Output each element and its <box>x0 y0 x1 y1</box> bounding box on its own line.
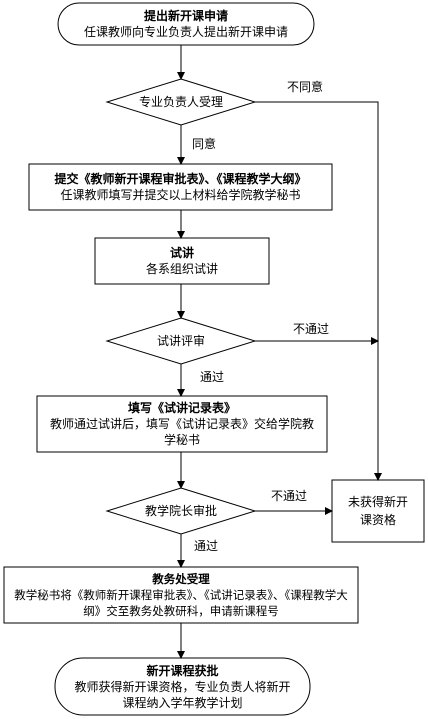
trial-title: 试讲 <box>169 246 194 260</box>
office-process: 教务处受理 教学秘书将《教师新开课程审批表》、《试讲记录表》、《课程教学大纲》交… <box>4 567 358 623</box>
arrow-review1-to-reject <box>255 101 382 481</box>
review3-label: 教学院长审批 <box>144 504 217 518</box>
office-body: 教学秘书将《教师新开课程审批表》、《试讲记录表》、《课程教学大纲》交至教务处教研… <box>14 588 348 618</box>
record-title: 填写《试讲记录表》 <box>127 401 236 415</box>
start-terminal: 提出新开课申请 任课教师向专业负责人提出新开课申请 <box>58 3 314 45</box>
submit-process: 提交《教师新开课程审批表》、《课程教学大纲》 任课教师填写并提交以上材料给学院教… <box>29 164 332 210</box>
end-title: 新开课程获批 <box>146 663 219 678</box>
start-title: 提出新开课申请 <box>143 9 228 23</box>
review2-label: 试讲评审 <box>156 334 205 348</box>
record-process-shape <box>36 395 328 453</box>
reject-label: 未获得新开课资格 <box>347 495 408 527</box>
edge-label-fail2: 不通过 <box>271 489 308 503</box>
review1-label: 专业负责人受理 <box>138 95 223 109</box>
end-terminal: 新开课程获批 教师获得新开课资格，专业负责人将新开课程纳入学年教学计划 <box>55 658 310 715</box>
review1-decision: 专业负责人受理 <box>107 79 255 125</box>
review2-decision: 试讲评审 <box>107 318 255 364</box>
edge-label-disagree: 不同意 <box>287 80 324 94</box>
trial-process: 试讲 各系组织试讲 <box>95 238 269 284</box>
office-process-shape <box>3 566 359 624</box>
edge-label-pass1: 通过 <box>200 370 225 384</box>
start-body: 任课教师向专业负责人提出新开课申请 <box>83 25 288 39</box>
record-body: 教师通过试讲后，填写《试讲记录表》交给学院教学秘书 <box>49 417 314 447</box>
start-terminal-shape <box>57 2 315 46</box>
submit-process-shape <box>28 163 333 211</box>
edge-label-fail1: 不通过 <box>293 322 330 336</box>
edge-label-agree: 同意 <box>192 137 217 151</box>
trial-body: 各系组织试讲 <box>145 262 218 276</box>
office-title: 教务处受理 <box>152 572 210 586</box>
submit-body: 任课教师填写并提交以上材料给学院教学秘书 <box>60 188 301 202</box>
record-process: 填写《试讲记录表》 教师通过试讲后，填写《试讲记录表》交给学院教学秘书 <box>37 396 327 452</box>
edge-label-pass2: 通过 <box>194 539 219 553</box>
end-body: 教师获得新开课资格，专业负责人将新开课程纳入学年教学计划 <box>74 679 291 710</box>
review3-decision: 教学院长审批 <box>107 488 255 534</box>
reject-process-shape <box>331 479 425 543</box>
submit-title: 提交《教师新开课程审批表》、《课程教学大纲》 <box>54 172 307 186</box>
reject-process: 未获得新开课资格 <box>332 480 424 542</box>
